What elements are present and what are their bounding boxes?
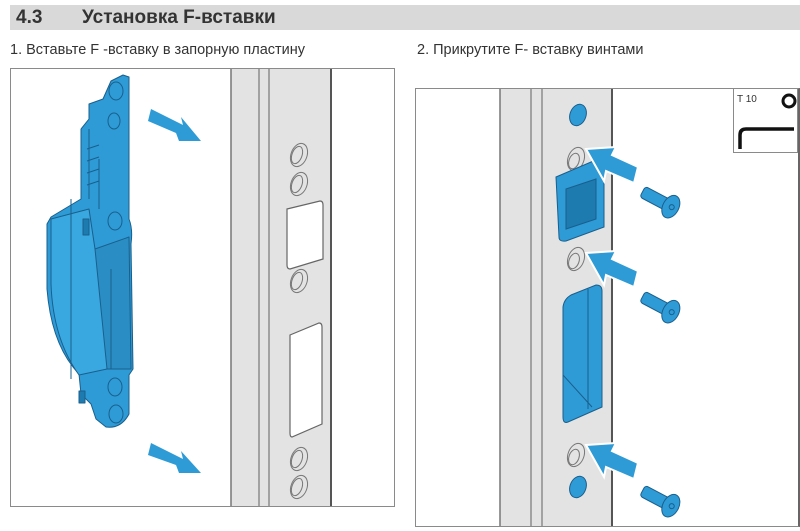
l-key-icon [738,127,794,149]
step-2-caption: 2. Прикрутите F- вставку винтами [417,42,644,58]
screw-direction-arrows [584,145,640,481]
screw-bottom [640,485,681,518]
tool-size-label: T 10 [737,94,757,105]
insert-studs [569,103,587,499]
step-2-illustration: T 10 [415,88,800,527]
screw-middle [640,291,681,324]
torx-icon [781,93,797,109]
section-number: 4.3 [16,7,43,28]
strike-plate-slots [286,200,324,438]
f-insert-part [46,74,134,428]
step-1-caption: 1. Вставьте F -вставку в запорную пласти… [10,42,306,58]
screws [640,186,681,518]
strike-plate-holes [289,142,309,500]
section-title: Установка F-вставки [82,7,276,28]
arrow-bottom [148,443,201,473]
strike-plate-rail [230,69,332,506]
screw-top [640,186,681,219]
insert-strike-plate-drawing [46,69,332,506]
tool-indicator: T 10 [733,89,798,153]
step-1-illustration [10,68,395,507]
f-insert-in-plate [555,158,605,423]
arrow-top [148,109,201,141]
section-header-bar [10,5,800,30]
screw-insert-drawing [499,89,681,526]
insert-arrows [148,109,201,473]
screw-holes [566,146,586,468]
